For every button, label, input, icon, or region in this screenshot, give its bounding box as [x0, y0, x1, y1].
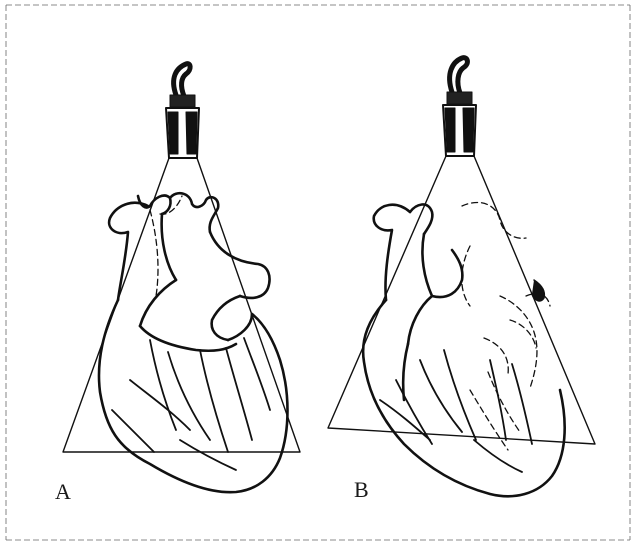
- heart-b-illustration: [363, 204, 565, 496]
- frame-border: [6, 5, 630, 540]
- heart-b-hidden: [462, 202, 550, 450]
- panel-a-label: A: [55, 481, 71, 503]
- panel-b: [328, 58, 595, 497]
- probe-b-icon: [443, 58, 476, 156]
- beam-a: [63, 158, 300, 452]
- panel-a: [63, 64, 300, 493]
- beam-b: [328, 156, 595, 444]
- panel-b-label: B: [354, 479, 369, 501]
- probe-a-icon: [166, 64, 199, 158]
- heart-a-vessels: [112, 338, 270, 470]
- vessel-b-stub: [532, 280, 544, 301]
